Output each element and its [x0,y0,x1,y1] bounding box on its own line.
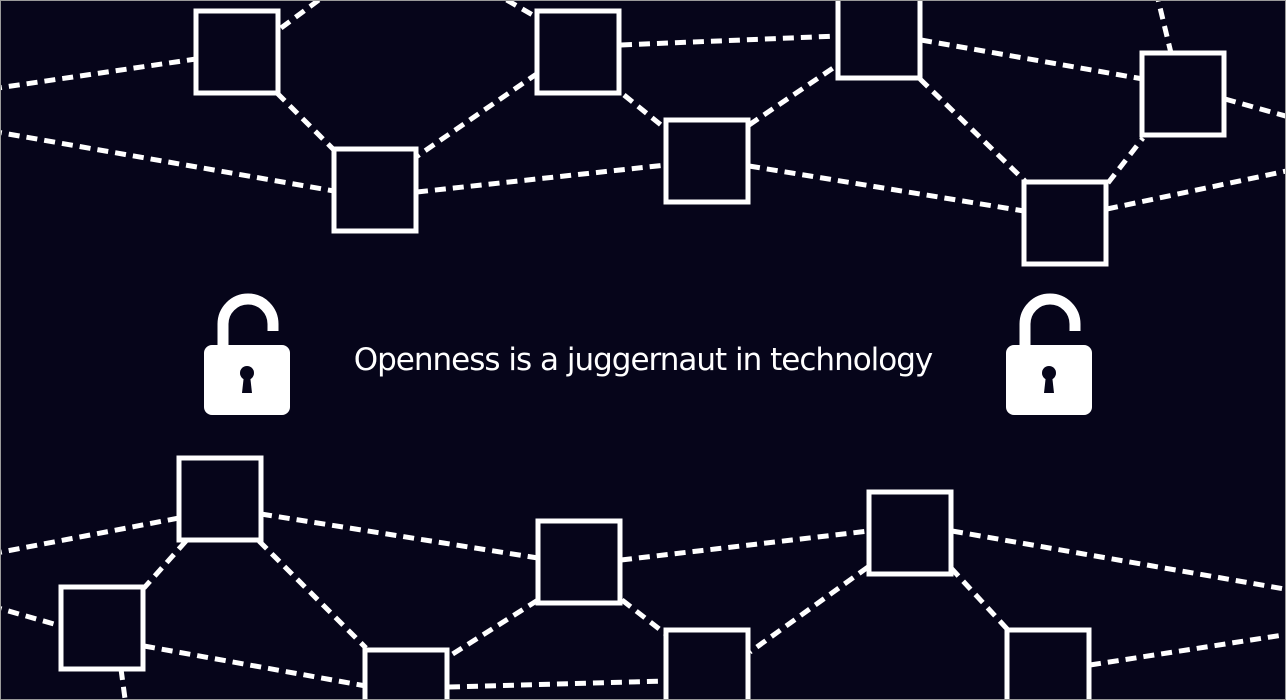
network-link [142,539,188,590]
unlocked-padlock-icon [1006,293,1092,415]
unlocked-padlock-icon-right [1003,291,1093,416]
network-link [279,1,322,31]
network-link [1224,96,1285,119]
network-link [918,77,1027,183]
network-link [416,162,667,195]
network-link [275,91,338,154]
network-link [503,1,540,21]
network-link [949,566,1010,632]
network-link [620,33,839,48]
network-link [1,56,197,91]
network-node [663,117,751,205]
network-link [920,37,1144,82]
network-node [534,8,622,96]
network-nodes [58,1,1227,699]
network-link [1,515,180,555]
network-link [622,93,668,131]
network-node [362,647,450,699]
network-link [260,511,539,561]
network-link [620,598,669,637]
network-link [1155,1,1174,54]
network-node [1021,179,1109,267]
network-node [1139,50,1227,138]
network-link [951,528,1285,592]
network-link [118,668,128,699]
network-link [446,597,540,660]
network-link [1089,632,1285,668]
network-link [448,678,667,690]
network-node [331,146,419,234]
network-node [866,489,954,577]
network-link [414,70,540,160]
network-link [1,130,335,194]
unlocked-padlock-icon [204,293,290,415]
headline-text: Openness is a juggernaut in technology [353,342,934,378]
network-node [58,584,146,672]
network-node [1004,627,1092,699]
network-link [1,606,62,629]
network-link [143,643,367,689]
network-link [748,163,1025,214]
network-node [535,518,623,606]
network-link [257,539,368,650]
network-link [747,61,841,128]
network-node [663,627,751,699]
network-node [193,8,281,96]
unlocked-padlock-icon-left [201,291,291,416]
network-link [1106,136,1145,185]
network-link [620,528,870,563]
network-node [176,455,264,543]
network-link [748,564,870,655]
network-link [1106,168,1285,212]
network-node [835,1,923,81]
